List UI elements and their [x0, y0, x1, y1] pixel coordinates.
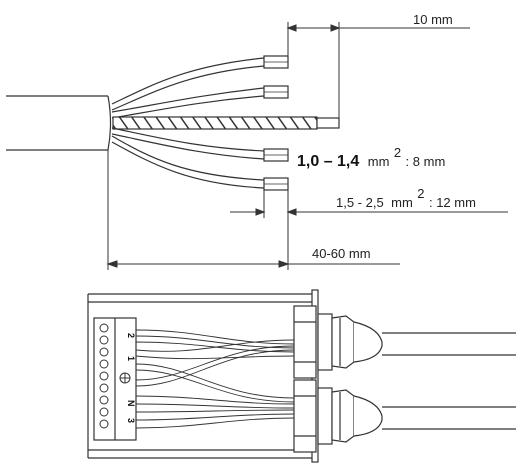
wire-3: [111, 127, 289, 162]
terminal-label-n: N: [126, 400, 136, 407]
terminal-label-1: 1: [126, 356, 136, 361]
label-sheath-strip: 40-60 mm: [312, 246, 371, 261]
wire-1: [111, 55, 289, 111]
internal-wires-upper: [135, 329, 295, 387]
terminal-label-3: 3: [126, 418, 136, 423]
label-strip-length: 10 mm: [413, 12, 453, 27]
cable-gland-lower: [293, 379, 383, 453]
terminal-labels: 2 1 N 3: [126, 333, 136, 423]
wire-earth-braided: [112, 116, 340, 130]
dim-strip-length: [286, 22, 470, 118]
internal-wires-lower: [135, 363, 295, 429]
dim-sheath-strip: [106, 150, 400, 270]
wire-2: [111, 85, 289, 119]
cable-gland-upper: [293, 305, 383, 379]
external-cable-upper: [382, 332, 516, 356]
label-large-wire: 1,5 - 2,5 mm 2 : 12 mm: [336, 185, 476, 211]
terminal-label-2: 2: [126, 333, 136, 338]
cable-strip-diagram: [6, 22, 508, 270]
enclosure-diagram: [87, 289, 516, 463]
wire-4: [111, 135, 289, 191]
external-cable-lower: [382, 406, 516, 430]
cable-jacket: [6, 95, 112, 151]
terminal-screws: [99, 323, 131, 429]
label-small-wire: 1,0 – 1,4 mm 2 : 8 mm: [297, 144, 445, 170]
